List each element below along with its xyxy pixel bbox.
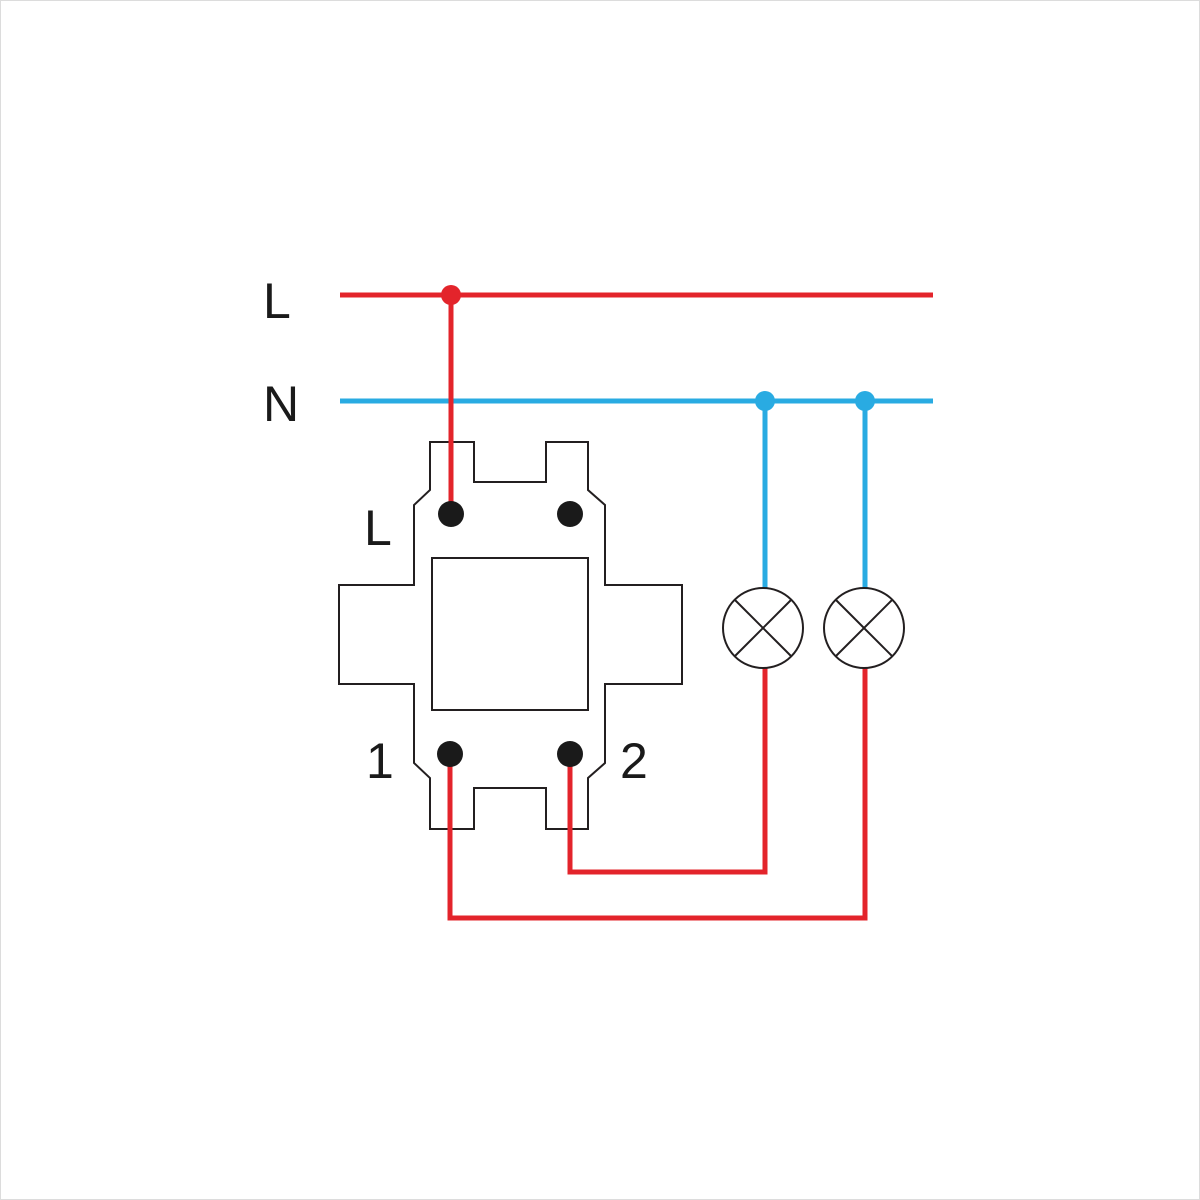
lamp-2-icon: [823, 587, 905, 669]
output-1-wire: [447, 668, 868, 921]
line-bus-label: L: [263, 273, 291, 329]
switch-terminal-l-label: L: [364, 500, 392, 556]
neutral-junction-dot-2: [855, 391, 875, 411]
line-junction-dot: [441, 285, 461, 305]
terminal-top-right: [557, 501, 583, 527]
switch-rocker: [431, 557, 589, 711]
neutral-bus-label: N: [263, 376, 299, 432]
output-2-wire: [567, 668, 768, 875]
switch-terminal-1-label: 1: [366, 733, 394, 789]
terminal-1: [437, 741, 463, 767]
lamp-1-icon: [722, 587, 804, 669]
neutral-junction-dot-1: [755, 391, 775, 411]
terminal-l: [438, 501, 464, 527]
terminal-2: [557, 741, 583, 767]
switch-terminal-2-label: 2: [620, 733, 648, 789]
